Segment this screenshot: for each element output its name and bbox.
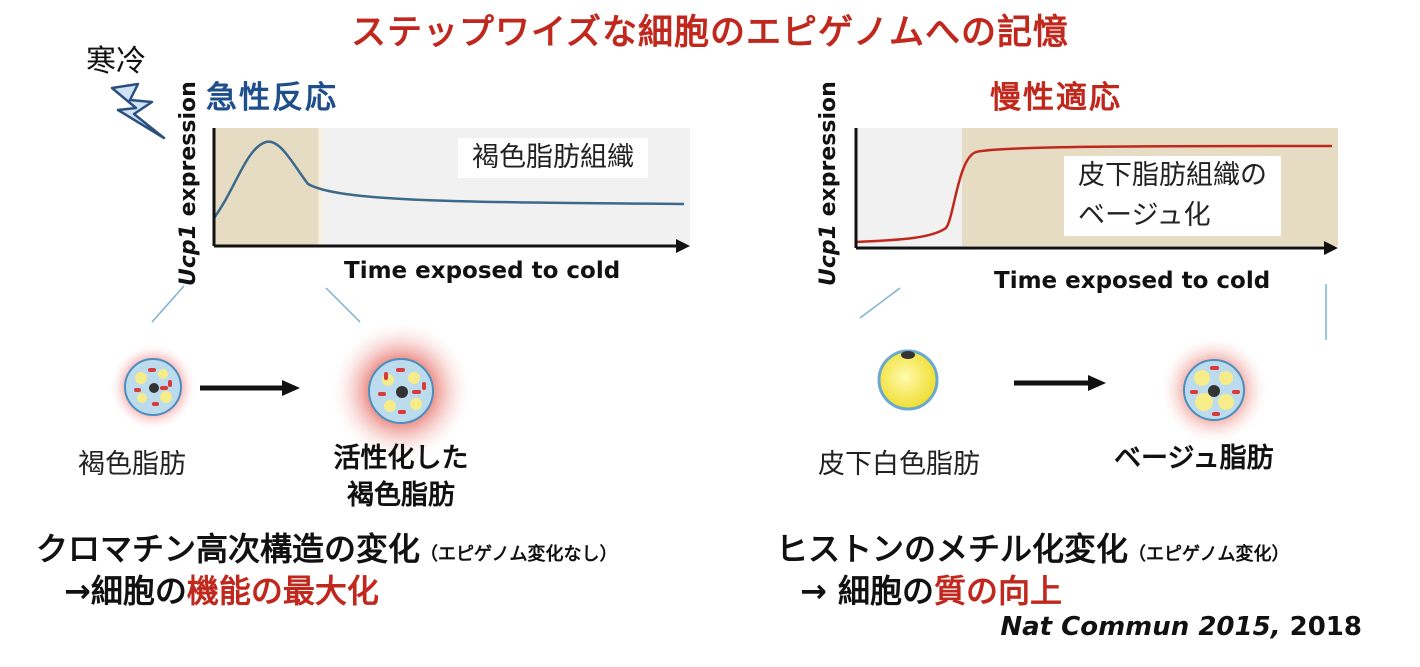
chronic-expression-curve [855, 144, 1333, 244]
chronic-outcome-text: → 細胞の質の向上 [800, 572, 1063, 610]
lightning-icon [110, 82, 166, 140]
acute-connector-lines [151, 285, 361, 323]
subcutaneous-white-fat-label: 皮下白色脂肪 [818, 449, 980, 480]
acute-mechanism-text: クロマチン高次構造の変化（エピゲノム変化なし） [36, 530, 618, 568]
chronic-y-axis-label: Ucp1 expression [816, 81, 841, 286]
acute-cold-shade [214, 128, 320, 246]
acute-x-axis-label: Time exposed to cold [344, 258, 621, 284]
arrow-right-icon [200, 380, 300, 396]
acute-y-axis-label: Ucp1 expression [176, 81, 201, 286]
beige-fat-cell-icon [1159, 335, 1269, 445]
arrow-right-icon [1014, 375, 1106, 391]
acute-expression-curve [212, 140, 685, 219]
acute-response-title: 急性反応 [206, 80, 338, 116]
brown-fat-cell-icon [109, 343, 197, 431]
chronic-tissue-label: 皮下脂肪組織の ベージュ化 [1064, 156, 1281, 236]
brown-fat-label: 褐色脂肪 [78, 449, 186, 480]
citation: Nat Commun 2015, 2018 [1000, 612, 1362, 642]
page-title: ステップワイズな細胞のエピゲノムへの記憶 [351, 13, 1069, 53]
chronic-connector-lines [859, 284, 1327, 340]
chronic-adaptation-title: 慢性適応 [990, 80, 1122, 116]
beige-fat-label: ベージュ脂肪 [1114, 443, 1274, 474]
chronic-mechanism-text: ヒストンのメチル化変化（エピゲノム変化） [776, 530, 1290, 568]
activated-brown-fat-label: 活性化した 褐色脂肪 [333, 443, 469, 511]
cold-label: 寒冷 [86, 44, 146, 79]
chronic-x-axis-label: Time exposed to cold [994, 268, 1271, 294]
white-fat-cell-icon [877, 349, 939, 411]
activated-brown-fat-cell-icon [329, 319, 473, 463]
acute-outcome-text: →細胞の機能の最大化 [64, 572, 379, 610]
acute-tissue-label: 褐色脂肪組織 [458, 138, 648, 178]
